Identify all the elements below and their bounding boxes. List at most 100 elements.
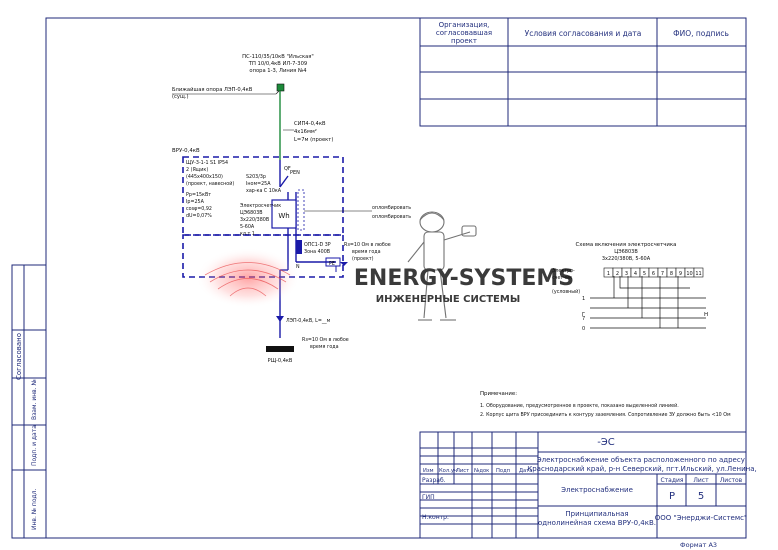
svg-text:2 (Ящик): 2 (Ящик) bbox=[186, 167, 208, 173]
svg-text:3х220/380В: 3х220/380В bbox=[240, 217, 269, 223]
svg-text:PEN: PEN bbox=[290, 170, 300, 176]
svg-text:Рр=15кВт: Рр=15кВт bbox=[186, 192, 211, 198]
svg-text:кл.т 1: кл.т 1 bbox=[240, 231, 255, 237]
svg-text:Электро-: Электро- bbox=[552, 268, 575, 274]
approval-col1-header: Организация, bbox=[439, 21, 490, 29]
svg-text:(условный): (условный) bbox=[552, 288, 580, 295]
watermark-tagline: ИНЖЕНЕРНЫЕ СИСТЕМЫ bbox=[376, 294, 520, 305]
svg-text:cosφ=0,92: cosφ=0,92 bbox=[186, 206, 212, 212]
svg-text:время года: время года bbox=[310, 345, 339, 350]
svg-text:Стадия: Стадия bbox=[660, 477, 683, 484]
terminal-number: 5 bbox=[643, 271, 646, 277]
approval-col2-header: Условия согласования и дата bbox=[525, 29, 642, 38]
svg-text:Iном=25А: Iном=25А bbox=[246, 181, 271, 187]
svg-text:№док: №док bbox=[474, 468, 489, 474]
svg-text:Электросчетчик: Электросчетчик bbox=[240, 203, 281, 209]
svg-text:ОПС1-D 3Р: ОПС1-D 3Р bbox=[304, 242, 331, 248]
terminal-number: 11 bbox=[695, 271, 701, 277]
watermark-brand: ENERGY-SYSTEMS bbox=[354, 266, 574, 291]
stage-value: Р bbox=[669, 491, 675, 502]
svg-text:счетчик: счетчик bbox=[552, 276, 572, 281]
svg-text:(проект): (проект) bbox=[352, 256, 374, 262]
surge-protector: ОПС1-D 3Р Зона 400В bbox=[296, 240, 331, 255]
worker-mascot-icon bbox=[407, 211, 477, 321]
svg-text:ЦЭ6803В: ЦЭ6803В bbox=[614, 249, 638, 255]
side-label-agreed: Согласовано bbox=[15, 333, 23, 380]
svg-text:4х16мм²: 4х16мм² bbox=[294, 129, 317, 135]
svg-text:хар-ка С 10кА: хар-ка С 10кА bbox=[246, 188, 282, 194]
svg-text:опломбировать: опломбировать bbox=[372, 205, 411, 211]
svg-text:N: N bbox=[296, 264, 300, 270]
highlight-arcs-icon bbox=[204, 262, 291, 297]
svg-text:проект: проект bbox=[451, 37, 477, 45]
terminal-number: 3 bbox=[625, 271, 628, 277]
main-bus bbox=[279, 160, 336, 338]
svg-text:Iр=25А: Iр=25А bbox=[186, 199, 205, 205]
down-arrow-icon bbox=[276, 316, 284, 322]
object-title-l2: Краснодарский край, р-н Северский, пгт.И… bbox=[527, 465, 756, 473]
svg-text:ПС-110/35/10кВ "Ильская": ПС-110/35/10кВ "Ильская" bbox=[242, 54, 314, 60]
object-title-l1: Электроснабжение объекта расположенного … bbox=[537, 456, 747, 464]
company-name: ООО "Энерджи-Системс" bbox=[655, 514, 747, 522]
section-name: Электроснабжение bbox=[561, 486, 633, 494]
sheet-frame bbox=[11, 17, 747, 539]
svg-text:Ближайшая опора ЛЭП-0,4кВ: Ближайшая опора ЛЭП-0,4кВ bbox=[172, 86, 253, 93]
svg-text:L=7м (проект): L=7м (проект) bbox=[294, 137, 333, 143]
svg-text:Изм: Изм bbox=[423, 468, 434, 474]
rsh-panel-symbol bbox=[266, 346, 294, 352]
outgoing-line: ЛЭП-0,4кВ, L=__м Rз=10 Ом в любое время … bbox=[266, 316, 349, 364]
scheme-title: Схема включения электросчетчика bbox=[576, 242, 677, 248]
svg-text:Подп: Подп bbox=[496, 468, 510, 474]
pole-symbol-icon bbox=[276, 83, 285, 92]
svg-text:Зона 400В: Зона 400В bbox=[304, 249, 330, 255]
svg-text:1: 1 bbox=[582, 296, 585, 302]
notes: Примечание: 1. Оборудование, предусмотре… bbox=[480, 391, 731, 418]
svg-text:ЛЭП-0,4кВ, L=__м: ЛЭП-0,4кВ, L=__м bbox=[286, 318, 331, 324]
svg-text:1. Оборудование, предусмотренн: 1. Оборудование, предусмотренное в проек… bbox=[480, 402, 679, 409]
svg-text:ТП 10/0,4кВ ИЛ-7-309: ТП 10/0,4кВ ИЛ-7-309 bbox=[248, 61, 307, 67]
svg-text:0: 0 bbox=[582, 326, 585, 332]
side-label-inv-orig: Инв. № подл. bbox=[31, 489, 38, 530]
side-label-sign-date: Подп. и дата bbox=[31, 425, 38, 466]
svg-text:Лист: Лист bbox=[693, 477, 709, 484]
source-info: ПС-110/35/10кВ "Ильская" ТП 10/0,4кВ ИЛ-… bbox=[242, 54, 314, 74]
svg-text:РЕ: РЕ bbox=[329, 261, 335, 267]
watermark: ENERGY-SYSTEMS ИНЖЕНЕРНЫЕ СИСТЕМЫ bbox=[354, 211, 574, 321]
meter: Wh Электросчетчик ЦЭ6803В 3х220/380В 5-6… bbox=[240, 189, 305, 237]
terminal-number: 1 bbox=[607, 271, 610, 277]
svg-text:Кол.уч: Кол.уч bbox=[439, 468, 457, 474]
svg-text:Разраб.: Разраб. bbox=[422, 477, 446, 484]
sheet-value: 5 bbox=[698, 491, 704, 502]
terminal-number: 9 bbox=[679, 271, 682, 277]
svg-text:Rз=10 Ом в любое: Rз=10 Ом в любое bbox=[302, 337, 349, 343]
notes-title: Примечание: bbox=[480, 391, 517, 397]
svg-text:3х220/380В, 5-60А: 3х220/380В, 5-60А bbox=[602, 256, 651, 262]
svg-text:Н.контр.: Н.контр. bbox=[422, 514, 449, 521]
svg-text:Листов: Листов bbox=[720, 477, 743, 484]
approval-col3-header: ФИО, подпись bbox=[673, 29, 729, 38]
title-block: -ЭС Электроснабжение объекта расположенн… bbox=[419, 431, 757, 539]
svg-text:опора 1-3, Линия №4: опора 1-3, Линия №4 bbox=[249, 68, 307, 74]
svg-text:Н: Н bbox=[704, 312, 708, 318]
svg-text:ГИП: ГИП bbox=[422, 494, 435, 501]
terminal-number: 7 bbox=[661, 271, 664, 277]
rsh-label: РЩ-0,4кВ bbox=[268, 358, 293, 364]
terminal-number: 2 bbox=[616, 271, 619, 277]
highlight-glow bbox=[196, 248, 300, 308]
svg-text:Г: Г bbox=[582, 312, 585, 318]
side-label-replace-inv: Взам. инв. № bbox=[31, 379, 38, 420]
meter-symbol: Wh bbox=[278, 212, 289, 220]
svg-text:Дата: Дата bbox=[519, 468, 532, 474]
pe-ground: РЕ N Rз=10 Ом в любое время года (проект… bbox=[296, 242, 391, 272]
svg-text:согласовавшая: согласовавшая bbox=[436, 29, 492, 37]
svg-text:ЩУ-3-1-1 S1 IP54: ЩУ-3-1-1 S1 IP54 bbox=[186, 160, 228, 166]
svg-text:СИП4-0,4кВ: СИП4-0,4кВ bbox=[294, 121, 326, 127]
vru-title: ВРУ-0,4кВ bbox=[172, 148, 200, 154]
ground-arrow-icon bbox=[340, 262, 348, 266]
svg-text:(сущ.): (сущ.) bbox=[172, 94, 189, 100]
terminal-box bbox=[693, 267, 704, 278]
svg-text:(445х400х150): (445х400х150) bbox=[186, 174, 223, 180]
svg-text:Лист: Лист bbox=[456, 468, 469, 474]
svg-text:7: 7 bbox=[582, 316, 585, 322]
